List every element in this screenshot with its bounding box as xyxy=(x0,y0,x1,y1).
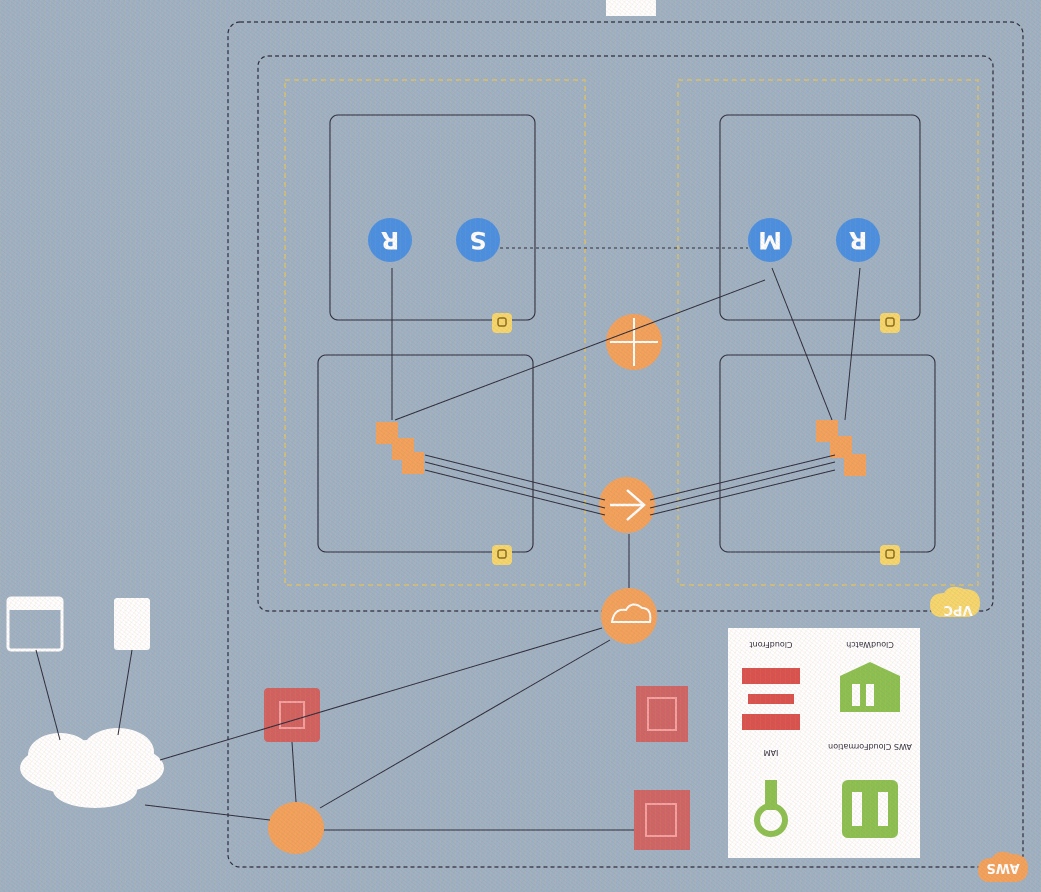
az-left-box xyxy=(284,79,586,586)
database-node-m[interactable]: M xyxy=(748,218,792,262)
aws-badge: AWS xyxy=(978,851,1028,882)
database-node-s[interactable]: S xyxy=(456,218,500,262)
az-right-box xyxy=(677,79,979,586)
database-letter: R xyxy=(849,226,867,254)
database-letter: S xyxy=(469,226,486,254)
lock-icon xyxy=(492,313,512,333)
lock-icon xyxy=(880,313,900,333)
legend-label: CloudWatch xyxy=(846,640,894,649)
internet-cloud-icon xyxy=(20,728,164,808)
subnet-bottom-right xyxy=(719,354,936,553)
traffic-arrow xyxy=(649,461,836,509)
flow-line xyxy=(159,627,603,761)
ec2-instance-group-right[interactable] xyxy=(816,420,866,476)
traffic-arrow xyxy=(424,461,606,509)
db-connection xyxy=(394,279,766,421)
traffic-arrow xyxy=(649,454,836,501)
ec2-instance-group-left[interactable] xyxy=(376,422,424,474)
user-link xyxy=(117,649,133,736)
lock-icon xyxy=(492,545,512,565)
user-link xyxy=(35,649,61,741)
internet-gateway-icon[interactable] xyxy=(601,588,657,644)
cloudfront-distribution-icon[interactable] xyxy=(264,688,320,742)
s3-bucket-icon[interactable] xyxy=(634,790,690,850)
flow-line xyxy=(144,804,271,821)
legend-label: AWS CloudFormation xyxy=(828,742,912,751)
svg-text:VPC: VPC xyxy=(943,602,972,617)
svg-text:AWS: AWS xyxy=(986,860,1019,875)
vpc-badge: VPC xyxy=(930,586,980,617)
db-connection xyxy=(771,267,833,421)
database-node-r-right[interactable]: R xyxy=(836,218,880,262)
legend-label: IAM xyxy=(764,748,779,757)
nat-gateway-icon[interactable] xyxy=(606,314,662,370)
subnet-top-left xyxy=(329,114,536,321)
subnet-bottom-left xyxy=(317,354,534,553)
region-box xyxy=(227,21,1024,868)
s3-bucket-icon[interactable] xyxy=(636,686,688,742)
top-tab xyxy=(606,0,656,16)
database-letter: M xyxy=(758,226,782,254)
traffic-arrow xyxy=(424,469,606,516)
route53-icon[interactable] xyxy=(268,802,324,854)
traffic-arrow xyxy=(424,454,606,501)
legend-panel: CloudFront CloudWatch IAM AWS CloudForma… xyxy=(728,628,920,858)
db-connection xyxy=(844,267,861,421)
iam-icon xyxy=(754,780,788,837)
database-node-r-left[interactable]: R xyxy=(368,218,412,262)
load-balancer-icon[interactable] xyxy=(599,477,655,533)
subnet-top-right xyxy=(719,114,921,321)
lock-icon xyxy=(880,545,900,565)
legend-label: CloudFront xyxy=(749,640,792,649)
cloudformation-icon xyxy=(842,780,898,838)
browser-window-icon xyxy=(6,596,64,652)
flow-line xyxy=(319,639,611,809)
mobile-device-icon xyxy=(114,598,150,650)
cloudfront-icon xyxy=(742,668,800,730)
database-letter: R xyxy=(381,226,399,254)
traffic-arrow xyxy=(649,469,836,516)
dns-link xyxy=(291,741,297,803)
cloudwatch-icon xyxy=(840,662,900,712)
